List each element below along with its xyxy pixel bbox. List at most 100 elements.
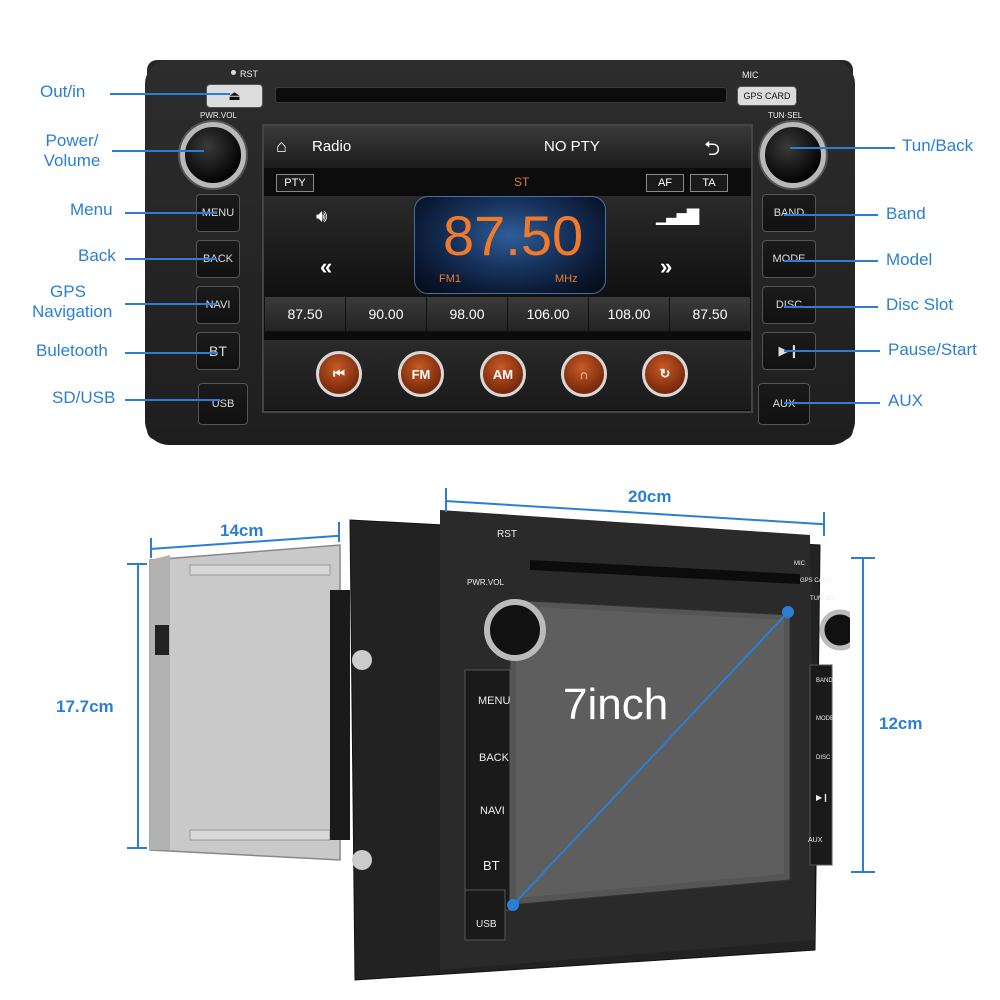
scan-button[interactable]: ⏮	[316, 351, 362, 397]
callout-line	[125, 258, 217, 260]
perspective-usb-label: USB	[476, 919, 497, 930]
perspective-tun-sel-label: TUN·SEL	[810, 596, 836, 602]
perspective-back-label: BACK	[479, 752, 509, 764]
preset-1[interactable]: 87.50	[264, 296, 346, 332]
menu-button[interactable]: MENU	[196, 194, 240, 232]
front-height-dim-line	[862, 557, 864, 872]
callout-sd-usb: SD/USB	[52, 388, 116, 407]
perspective-play-pause-label: ▶❙	[816, 793, 829, 802]
preset-5[interactable]: 108.00	[588, 296, 670, 332]
gps-card-slot[interactable]: GPS CARD	[737, 86, 797, 106]
pwr-vol-label: PWR.VOL	[200, 111, 237, 120]
touch-screen: ⌂ Radio NO PTY ⮌ PTY ST AF TA 🔊︎ ▁▃▅▇ « …	[262, 124, 753, 413]
width-dim-tick-right	[823, 512, 825, 536]
unit-label: MHz	[555, 273, 578, 285]
perspective-pwr-vol-label: PWR.VOL	[467, 578, 504, 587]
frequency-display: 87.50 FM1 MHz	[414, 196, 606, 294]
preset-6[interactable]: 87.50	[669, 296, 751, 332]
front-height-tick-top	[851, 557, 875, 559]
rst-dot	[231, 70, 236, 75]
preset-2[interactable]: 90.00	[345, 296, 427, 332]
return-icon[interactable]: ⮌	[704, 138, 721, 160]
callout-line	[110, 93, 230, 95]
auto-store-button[interactable]: ↻	[642, 351, 688, 397]
callout-gps-text: GPS Navigation	[32, 282, 113, 321]
callout-line	[784, 260, 878, 262]
side-height-dim-line	[137, 563, 139, 848]
callout-pause-start: Pause/Start	[888, 340, 977, 359]
bt-button[interactable]: BT	[196, 332, 240, 370]
band-button[interactable]: BAND	[762, 194, 816, 232]
perspective-disc-label: DISC	[816, 755, 831, 761]
power-volume-knob[interactable]	[180, 122, 246, 188]
perspective-aux-label: AUX	[808, 837, 823, 844]
callout-line	[790, 147, 895, 149]
disc-button[interactable]: DISC	[762, 286, 816, 324]
frequency-panel: 🔊︎ ▁▃▅▇ « » 87.50 FM1 MHz	[264, 196, 751, 296]
perspective-bt-label: BT	[483, 858, 500, 873]
callout-band: Band	[886, 204, 926, 223]
depth-dim-tick-left	[150, 538, 152, 558]
callout-back: Back	[78, 246, 116, 265]
perspective-mic-label: MIC	[794, 561, 805, 567]
callout-line	[125, 303, 217, 305]
callout-line	[784, 214, 878, 216]
eject-button[interactable]: ⏏	[206, 84, 263, 108]
front-height-label: 12cm	[879, 714, 923, 733]
band-label: FM1	[439, 273, 461, 285]
chassis-side-view	[149, 544, 350, 861]
ta-button[interactable]: TA	[690, 174, 728, 192]
callout-line	[125, 212, 217, 214]
callout-line	[784, 350, 880, 352]
callout-power-volume: Power/ Volume	[36, 131, 108, 171]
width-dim-tick-left	[445, 488, 447, 512]
stereo-indicator: ST	[514, 175, 530, 189]
af-button[interactable]: AF	[646, 174, 684, 192]
aux-port[interactable]: AUX	[758, 383, 810, 425]
seek-back-icon[interactable]: «	[320, 254, 333, 279]
callout-line	[784, 306, 878, 308]
tuning-select-knob[interactable]	[760, 122, 826, 188]
callout-aux: AUX	[888, 391, 923, 410]
callout-gps-navigation: GPS Navigation	[32, 282, 112, 322]
home-icon[interactable]: ⌂	[276, 136, 287, 156]
perspective-rst-label: RST	[497, 529, 517, 540]
source-label: Radio	[312, 138, 352, 155]
preset-4[interactable]: 106.00	[507, 296, 589, 332]
callout-tun-back: Tun/Back	[902, 136, 974, 155]
head-unit-perspective	[349, 510, 850, 981]
perspective-mode-label: MODE	[816, 716, 834, 722]
perspective-band-label: BAND	[816, 678, 833, 684]
volume-icon[interactable]: 🔊︎	[316, 206, 328, 226]
perspective-navi-label: NAVI	[480, 805, 505, 817]
side-height-label: 17.7cm	[56, 697, 114, 716]
tun-sel-label: TUN·SEL	[768, 111, 803, 120]
perspective-gps-card-label: GPS CARD	[800, 578, 832, 584]
loc-dx-button[interactable]: ∩	[561, 351, 607, 397]
callout-line	[125, 399, 220, 401]
equalizer-icon[interactable]: ▁▃▅▇	[656, 208, 699, 225]
callout-bluetooth: Buletooth	[36, 341, 108, 360]
screen-bottom-bar: ⏮ FM AM ∩ ↻	[264, 340, 751, 410]
width-label: 20cm	[628, 487, 672, 506]
usb-port[interactable]: USB	[198, 383, 248, 425]
navi-button[interactable]: NAVI	[196, 286, 240, 324]
callout-disc-slot: Disc Slot	[886, 295, 954, 314]
side-height-tick-top	[127, 563, 147, 565]
rst-label: RST	[240, 69, 258, 79]
mode-button[interactable]: MODE	[762, 240, 816, 278]
am-button[interactable]: AM	[480, 351, 526, 397]
fm-button[interactable]: FM	[398, 351, 444, 397]
disc-slot	[275, 87, 727, 103]
callout-line	[112, 150, 204, 152]
callout-line	[784, 402, 880, 404]
side-height-tick-bottom	[127, 847, 147, 849]
front-height-tick-bottom	[851, 871, 875, 873]
pty-button[interactable]: PTY	[276, 174, 314, 192]
depth-dim-tick-right	[338, 522, 340, 542]
frequency-value: 87.50	[443, 204, 584, 267]
preset-3[interactable]: 98.00	[426, 296, 508, 332]
callout-model: Model	[886, 250, 933, 269]
seek-forward-icon[interactable]: »	[660, 254, 673, 279]
callout-power-volume-text: Power/ Volume	[43, 131, 101, 170]
